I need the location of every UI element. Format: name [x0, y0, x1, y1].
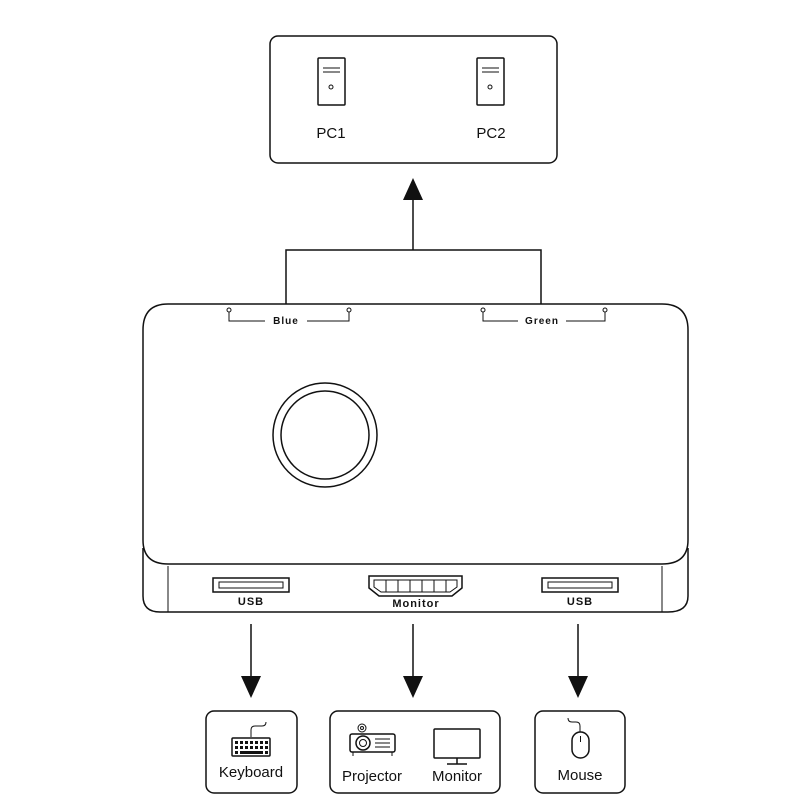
mouse-icon: [567, 717, 590, 759]
switch-front-face: [142, 548, 689, 613]
up-arrow-head: [403, 178, 423, 200]
kvm-switch: Blue Green USB: [142, 303, 689, 613]
display-box: Projector Monitor: [329, 710, 501, 794]
keyboard-icon: [231, 721, 271, 757]
usb-port-right: USB: [541, 577, 619, 608]
usb-port-left: USB: [212, 577, 290, 608]
pc-tower-icon: [317, 57, 346, 106]
pc1-label: PC1: [316, 125, 345, 142]
connection-to-pcs: [285, 178, 542, 304]
pc-tower-icon: [476, 57, 505, 106]
monitor-arrow-head: [403, 676, 423, 698]
down-arrows: [241, 624, 588, 698]
usb-left-label: USB: [238, 596, 264, 608]
switch-button-icon[interactable]: [272, 382, 378, 488]
mouse-box-frame: [534, 710, 626, 794]
cable-bracket: [285, 249, 542, 304]
monitor-icon: [433, 728, 481, 765]
keyboard-box: Keyboard: [205, 710, 298, 794]
hdmi-port: Monitor: [368, 575, 463, 610]
hdmi-label: Monitor: [392, 598, 439, 610]
pc-box-frame: [269, 35, 558, 164]
monitor-label: Monitor: [432, 768, 482, 785]
mouse-box: Mouse: [534, 710, 626, 794]
green-indicator-label: Green: [525, 316, 559, 327]
switch-top-face: [142, 303, 689, 565]
blue-indicator-label: Blue: [273, 316, 299, 327]
mouse-arrow-head: [568, 676, 588, 698]
mouse-label: Mouse: [557, 767, 602, 784]
keyboard-box-frame: [205, 710, 298, 794]
keyboard-arrow-head: [241, 676, 261, 698]
green-indicator: Green: [480, 307, 608, 327]
projector-label: Projector: [342, 768, 402, 785]
usb-right-label: USB: [567, 596, 593, 608]
pc-box: PC1 PC2: [269, 35, 558, 164]
pc2-label: PC2: [476, 125, 505, 142]
keyboard-label: Keyboard: [219, 764, 283, 781]
blue-indicator: Blue: [226, 307, 352, 327]
display-box-frame: [329, 710, 501, 794]
projector-icon: [349, 723, 396, 756]
